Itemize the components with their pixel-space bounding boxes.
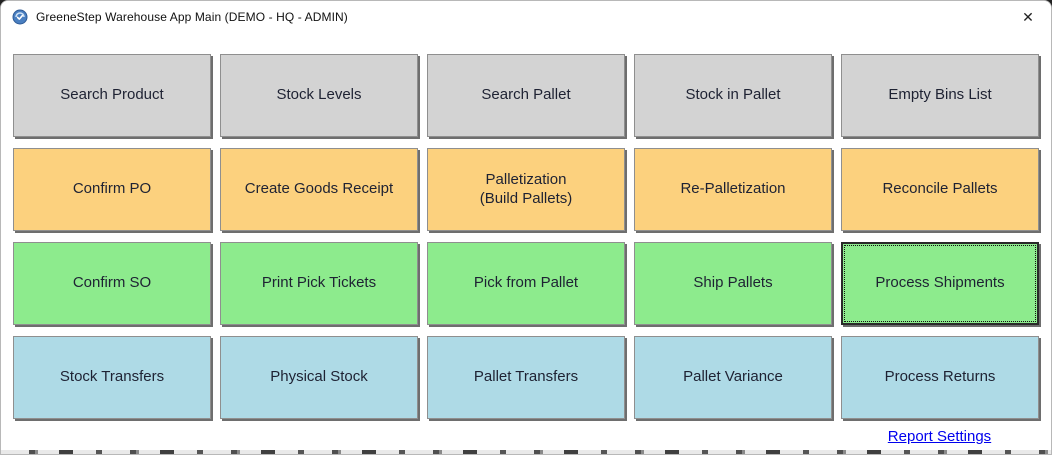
- button-palletization-build-pallets[interactable]: Palletization (Build Pallets): [427, 148, 625, 231]
- title-bar: GreeneStep Warehouse App Main (DEMO - HQ…: [1, 1, 1051, 33]
- window-title: GreeneStep Warehouse App Main (DEMO - HQ…: [36, 10, 348, 24]
- button-ship-pallets[interactable]: Ship Pallets: [634, 242, 832, 325]
- report-settings-wrap: Report Settings: [840, 428, 1039, 446]
- button-re-palletization[interactable]: Re-Palletization: [634, 148, 832, 231]
- button-pick-from-pallet[interactable]: Pick from Pallet: [427, 242, 625, 325]
- button-search-product[interactable]: Search Product: [13, 54, 211, 137]
- button-physical-stock[interactable]: Physical Stock: [220, 336, 418, 419]
- button-pallet-transfers[interactable]: Pallet Transfers: [427, 336, 625, 419]
- button-create-goods-receipt[interactable]: Create Goods Receipt: [220, 148, 418, 231]
- footer: Report Settings: [13, 428, 1039, 446]
- close-button[interactable]: ✕: [1022, 8, 1034, 25]
- button-pallet-variance[interactable]: Pallet Variance: [634, 336, 832, 419]
- background-window-sliver: [1, 450, 1051, 454]
- button-stock-transfers[interactable]: Stock Transfers: [13, 336, 211, 419]
- app-icon: [12, 9, 28, 25]
- button-confirm-po[interactable]: Confirm PO: [13, 148, 211, 231]
- report-settings-link[interactable]: Report Settings: [887, 428, 992, 445]
- button-confirm-so[interactable]: Confirm SO: [13, 242, 211, 325]
- button-search-pallet[interactable]: Search Pallet: [427, 54, 625, 137]
- button-stock-levels[interactable]: Stock Levels: [220, 54, 418, 137]
- button-empty-bins-list[interactable]: Empty Bins List: [841, 54, 1039, 137]
- button-stock-in-pallet[interactable]: Stock in Pallet: [634, 54, 832, 137]
- button-reconcile-pallets[interactable]: Reconcile Pallets: [841, 148, 1039, 231]
- button-process-returns[interactable]: Process Returns: [841, 336, 1039, 419]
- button-print-pick-tickets[interactable]: Print Pick Tickets: [220, 242, 418, 325]
- button-process-shipments[interactable]: Process Shipments: [841, 242, 1039, 325]
